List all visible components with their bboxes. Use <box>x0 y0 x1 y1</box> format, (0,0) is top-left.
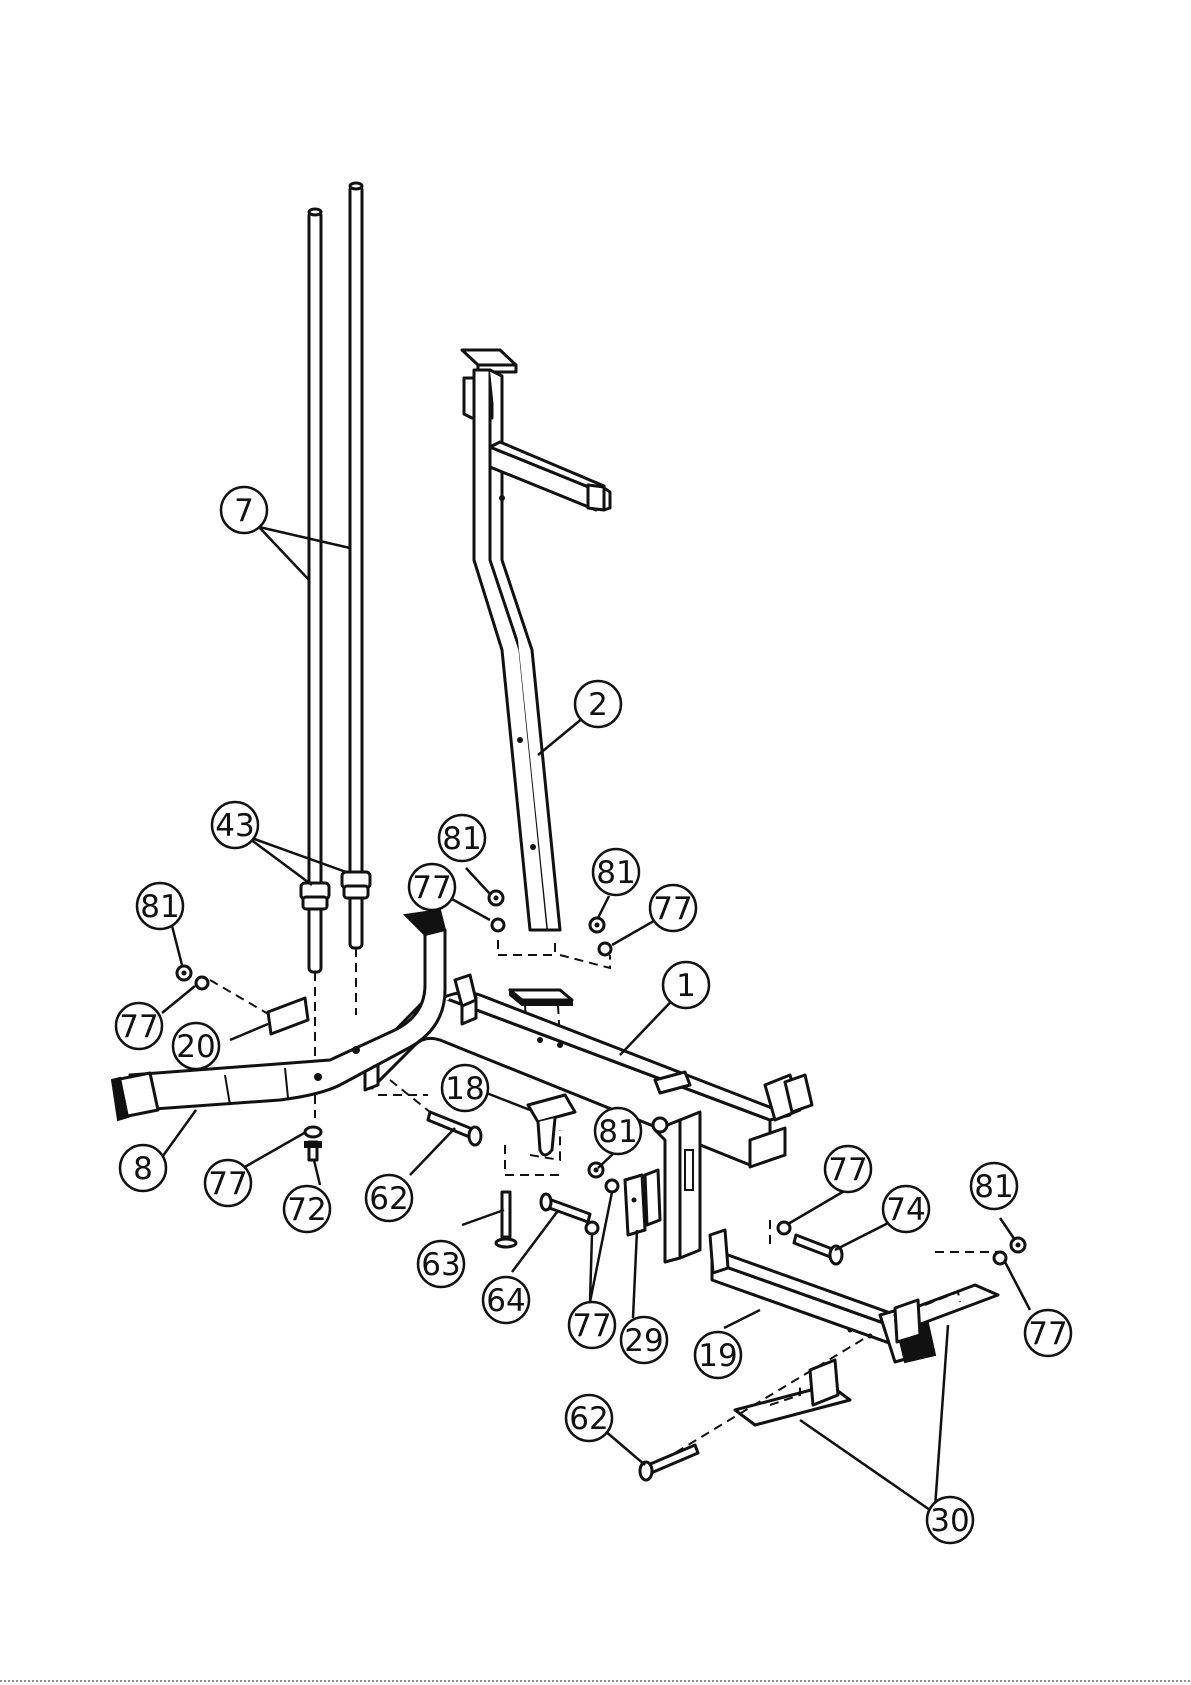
callout-81-e: 81 <box>971 1163 1017 1209</box>
svg-text:81: 81 <box>442 821 481 857</box>
callout-81-b: 81 <box>593 849 639 895</box>
nut-81-post-left <box>489 891 503 905</box>
callout-43: 43 <box>212 802 258 848</box>
svg-text:8: 8 <box>133 1151 153 1187</box>
plate-20 <box>268 998 308 1034</box>
washer-77-front <box>305 1127 321 1137</box>
callout-62-b: 62 <box>566 1395 612 1441</box>
nut-81-post-right <box>590 918 604 932</box>
upright-post <box>462 350 610 1005</box>
svg-text:1: 1 <box>676 968 696 1004</box>
bolt-64 <box>541 1194 590 1222</box>
bolt-62-lower <box>640 1445 698 1480</box>
callout-81-a: 81 <box>439 815 485 861</box>
callout-77-a: 77 <box>409 864 455 910</box>
callout-81-d: 81 <box>595 1108 641 1154</box>
svg-text:19: 19 <box>698 1338 737 1374</box>
guide-rod-right <box>350 183 362 948</box>
nut-81-left <box>177 966 191 980</box>
bracket-18 <box>528 1095 575 1155</box>
callout-20: 20 <box>173 1023 219 1069</box>
callout-62-a: 62 <box>366 1175 412 1221</box>
callout-30: 30 <box>927 1497 973 1543</box>
callout-72: 72 <box>284 1186 330 1232</box>
callout-8: 8 <box>120 1145 166 1191</box>
svg-text:29: 29 <box>624 1323 663 1359</box>
svg-text:81: 81 <box>596 855 635 891</box>
svg-text:62: 62 <box>569 1401 608 1437</box>
svg-text:43: 43 <box>215 808 254 844</box>
washer-77-mid-a <box>606 1180 618 1192</box>
svg-text:72: 72 <box>287 1192 326 1228</box>
callout-81-c: 81 <box>137 883 183 929</box>
callout-19: 19 <box>695 1332 741 1378</box>
callout-77-c: 77 <box>116 1003 162 1049</box>
rod-bushing-left <box>301 883 329 909</box>
svg-text:30: 30 <box>930 1503 969 1539</box>
washer-77-far-right <box>994 1252 1006 1264</box>
foot-plate-left <box>735 1360 850 1425</box>
callout-77-g: 77 <box>1025 1310 1071 1356</box>
callout-74: 74 <box>883 1186 929 1232</box>
svg-text:63: 63 <box>421 1247 460 1283</box>
plate-29 <box>625 1170 660 1235</box>
washer-77-post-left <box>492 919 504 931</box>
svg-text:18: 18 <box>445 1071 484 1107</box>
callout-29: 29 <box>621 1317 667 1363</box>
washer-77-mid-b <box>586 1222 598 1234</box>
svg-text:77: 77 <box>828 1152 867 1188</box>
svg-text:64: 64 <box>486 1283 525 1319</box>
svg-text:81: 81 <box>598 1114 637 1150</box>
nut-81-right <box>1011 1238 1025 1252</box>
svg-text:77: 77 <box>119 1009 158 1045</box>
svg-text:20: 20 <box>176 1029 215 1065</box>
svg-text:74: 74 <box>886 1192 925 1228</box>
svg-text:62: 62 <box>369 1181 408 1217</box>
callout-18: 18 <box>442 1065 488 1111</box>
svg-text:77: 77 <box>1028 1316 1067 1352</box>
callout-63: 63 <box>418 1241 464 1287</box>
svg-text:2: 2 <box>588 687 608 723</box>
svg-text:77: 77 <box>208 1166 247 1202</box>
svg-text:77: 77 <box>653 891 692 927</box>
callout-2: 2 <box>575 681 621 727</box>
washer-77-left <box>196 977 208 989</box>
svg-text:77: 77 <box>412 870 451 906</box>
nut-front-frame <box>653 1118 667 1132</box>
callout-77-f: 77 <box>825 1146 871 1192</box>
callout-7: 7 <box>221 487 267 533</box>
screw-72 <box>305 1142 321 1160</box>
callout-77-d: 77 <box>205 1160 251 1206</box>
washer-77-post-right <box>599 943 611 955</box>
rod-bushing-right <box>342 872 370 898</box>
callout-1: 1 <box>663 962 709 1008</box>
callout-64: 64 <box>483 1277 529 1323</box>
svg-text:81: 81 <box>974 1169 1013 1205</box>
callout-77-e: 77 <box>569 1302 615 1348</box>
svg-text:81: 81 <box>140 889 179 925</box>
callout-77-b: 77 <box>650 885 696 931</box>
svg-text:77: 77 <box>572 1308 611 1344</box>
svg-text:7: 7 <box>234 493 254 529</box>
guide-rod-left <box>309 209 321 972</box>
bolt-63 <box>496 1192 516 1247</box>
